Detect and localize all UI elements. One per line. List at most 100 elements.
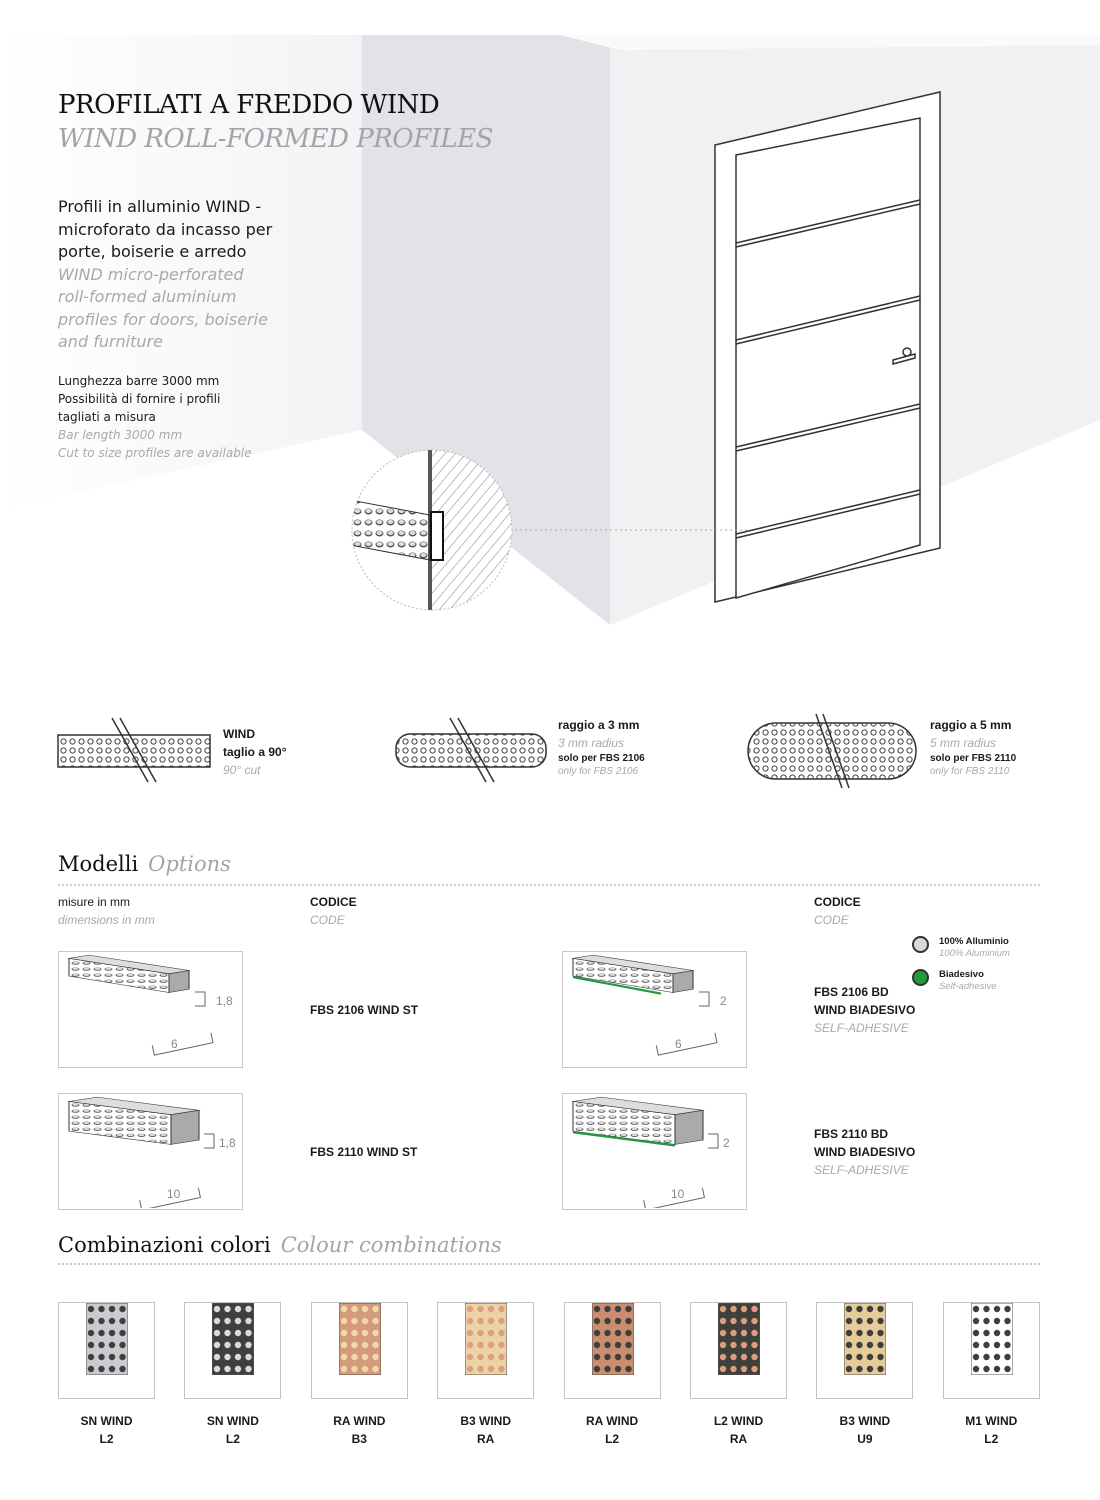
bd-code: FBS 2110 BD bbox=[814, 1127, 889, 1141]
bars-it-line: Lunghezza barre 3000 mm bbox=[58, 374, 220, 388]
col-code-en: CODE bbox=[310, 913, 345, 927]
cut-profiles-drawings bbox=[57, 713, 917, 789]
swatch-line1: B3 WIND bbox=[839, 1414, 891, 1428]
bars-it-line: tagliati a misura bbox=[58, 410, 156, 424]
colour-swatch bbox=[690, 1302, 787, 1399]
bd-code-block: FBS 2110 BD WIND BIADESIVO SELF-ADHESIVE bbox=[814, 1125, 915, 1179]
dim-width: 6 bbox=[171, 1037, 178, 1051]
swatch-label: M1 WIND L2 bbox=[943, 1412, 1040, 1448]
cut-90-drawing bbox=[57, 717, 211, 783]
colour-swatch bbox=[563, 1302, 661, 1399]
col-measure-en: dimensions in mm bbox=[58, 913, 155, 927]
cut-en: 3 mm radius bbox=[558, 736, 625, 750]
bd-code: FBS 2106 BD bbox=[814, 985, 889, 999]
swatch-strip bbox=[212, 1303, 255, 1375]
intro-en-line: WIND micro-perforated bbox=[58, 264, 244, 284]
dim-height: 1,8 bbox=[216, 994, 233, 1008]
swatch-line2: U9 bbox=[857, 1432, 873, 1446]
legend-label: 100% Alluminio bbox=[939, 936, 1009, 947]
swatch-line2: L2 bbox=[225, 1432, 240, 1446]
radius-5mm-drawing bbox=[747, 713, 917, 789]
colours-heading: Combinazioni colori Colour combinations bbox=[58, 1233, 502, 1257]
swatch-label: RA WIND B3 bbox=[311, 1412, 408, 1448]
intro-it-line: microforato da incasso per bbox=[58, 219, 273, 239]
models-title: Modelli bbox=[58, 852, 139, 876]
intro-text: Profili in alluminio WIND - microforato … bbox=[58, 196, 288, 354]
models-heading: Modelli Options bbox=[58, 852, 231, 876]
cut-title: raggio a 5 mm bbox=[930, 718, 1012, 732]
cut-90-label: WIND taglio a 90° 90° cut bbox=[223, 725, 287, 779]
intro-it-line: porte, boiserie e arredo bbox=[58, 242, 247, 261]
bars-en-line: Bar length 3000 mm bbox=[58, 428, 183, 442]
colour-swatch bbox=[184, 1302, 282, 1399]
swatch-line2: L2 bbox=[984, 1432, 999, 1446]
profile-image: 1,8 6 bbox=[58, 951, 243, 1068]
cut-en: 5 mm radius bbox=[930, 736, 997, 750]
swatch-line1: RA WIND bbox=[333, 1414, 386, 1428]
col-measure-label: misure in mm bbox=[58, 895, 131, 909]
swatch-line2: RA bbox=[729, 1432, 748, 1446]
cut-title: WIND bbox=[223, 727, 255, 741]
cut-subtitle: taglio a 90° bbox=[223, 745, 287, 759]
radius-3mm-drawing bbox=[395, 717, 547, 783]
profile-image: 2 6 bbox=[562, 951, 747, 1068]
colours-title: Combinazioni colori bbox=[58, 1233, 271, 1257]
profile-drawing bbox=[571, 954, 718, 1056]
colours-title-en: Colour combinations bbox=[280, 1233, 502, 1257]
dim-height: 2 bbox=[720, 994, 727, 1008]
profile-drawing bbox=[67, 954, 214, 1056]
swatch-strip bbox=[718, 1303, 760, 1375]
col-measure: misure in mm dimensions in mm bbox=[58, 893, 155, 929]
swatch-line1: RA WIND bbox=[585, 1414, 639, 1428]
colour-swatch bbox=[816, 1302, 914, 1399]
dim-width: 6 bbox=[675, 1037, 682, 1051]
cut-note: solo per FBS 2106 bbox=[558, 753, 645, 764]
profile-drawing bbox=[67, 1096, 215, 1211]
legend-label: Biadesivo bbox=[939, 969, 984, 980]
intro-it-line: Profili in alluminio WIND - bbox=[58, 197, 262, 216]
swatch-label: L2 WIND RA bbox=[690, 1412, 787, 1448]
swatch-line1: SN WIND bbox=[80, 1414, 133, 1428]
colour-swatch bbox=[942, 1302, 1040, 1399]
colour-swatch bbox=[58, 1302, 155, 1399]
adhesive-dot-icon bbox=[912, 969, 929, 986]
swatch-line1: B3 WIND bbox=[460, 1414, 512, 1428]
cut-title: raggio a 3 mm bbox=[558, 718, 640, 732]
swatch-line2: RA bbox=[477, 1432, 495, 1446]
col-code: CODICE CODE bbox=[310, 893, 357, 929]
bd-name: WIND BIADESIVO bbox=[814, 1145, 916, 1159]
colour-swatch bbox=[310, 1302, 408, 1399]
col-code-2: CODICE CODE bbox=[814, 893, 861, 929]
swatch-label: SN WIND L2 bbox=[184, 1412, 281, 1448]
swatch-label: B3 WIND RA bbox=[437, 1412, 534, 1448]
swatch-label: SN WIND L2 bbox=[58, 1412, 155, 1448]
dim-width: 10 bbox=[671, 1187, 685, 1201]
dim-height: 2 bbox=[723, 1136, 730, 1150]
st-code: FBS 2110 WIND ST bbox=[310, 1145, 418, 1159]
divider bbox=[58, 884, 1040, 886]
cut-note-en: only for FBS 2110 bbox=[930, 766, 1010, 777]
colour-swatch bbox=[437, 1302, 535, 1399]
swatch-line2: L2 bbox=[99, 1432, 114, 1446]
swatch-line2: B3 bbox=[351, 1432, 367, 1446]
title-italian: PROFILATI A FREDDO WIND bbox=[58, 90, 440, 120]
swatch-strip bbox=[970, 1303, 1013, 1375]
left-wall bbox=[0, 35, 362, 510]
bars-en-line: Cut to size profiles are available bbox=[58, 446, 252, 460]
profile-image: 1,8 10 bbox=[58, 1093, 243, 1211]
title-english: WIND ROLL-FORMED PROFILES bbox=[58, 124, 493, 154]
cut-en: 90° cut bbox=[223, 763, 261, 777]
swatch-strip bbox=[86, 1303, 128, 1375]
models-title-en: Options bbox=[148, 852, 231, 876]
legend-en: 100% Aluminium bbox=[939, 948, 1010, 959]
swatch-label: RA WIND L2 bbox=[564, 1412, 661, 1448]
dim-width: 10 bbox=[167, 1187, 181, 1201]
swatch-strip bbox=[338, 1303, 381, 1375]
room-illustration bbox=[0, 35, 1100, 625]
bd-en: SELF-ADHESIVE bbox=[814, 1163, 909, 1177]
profile-image: 2 10 bbox=[562, 1093, 747, 1211]
swatch-strip bbox=[465, 1303, 508, 1375]
profile-drawing bbox=[571, 1096, 719, 1211]
